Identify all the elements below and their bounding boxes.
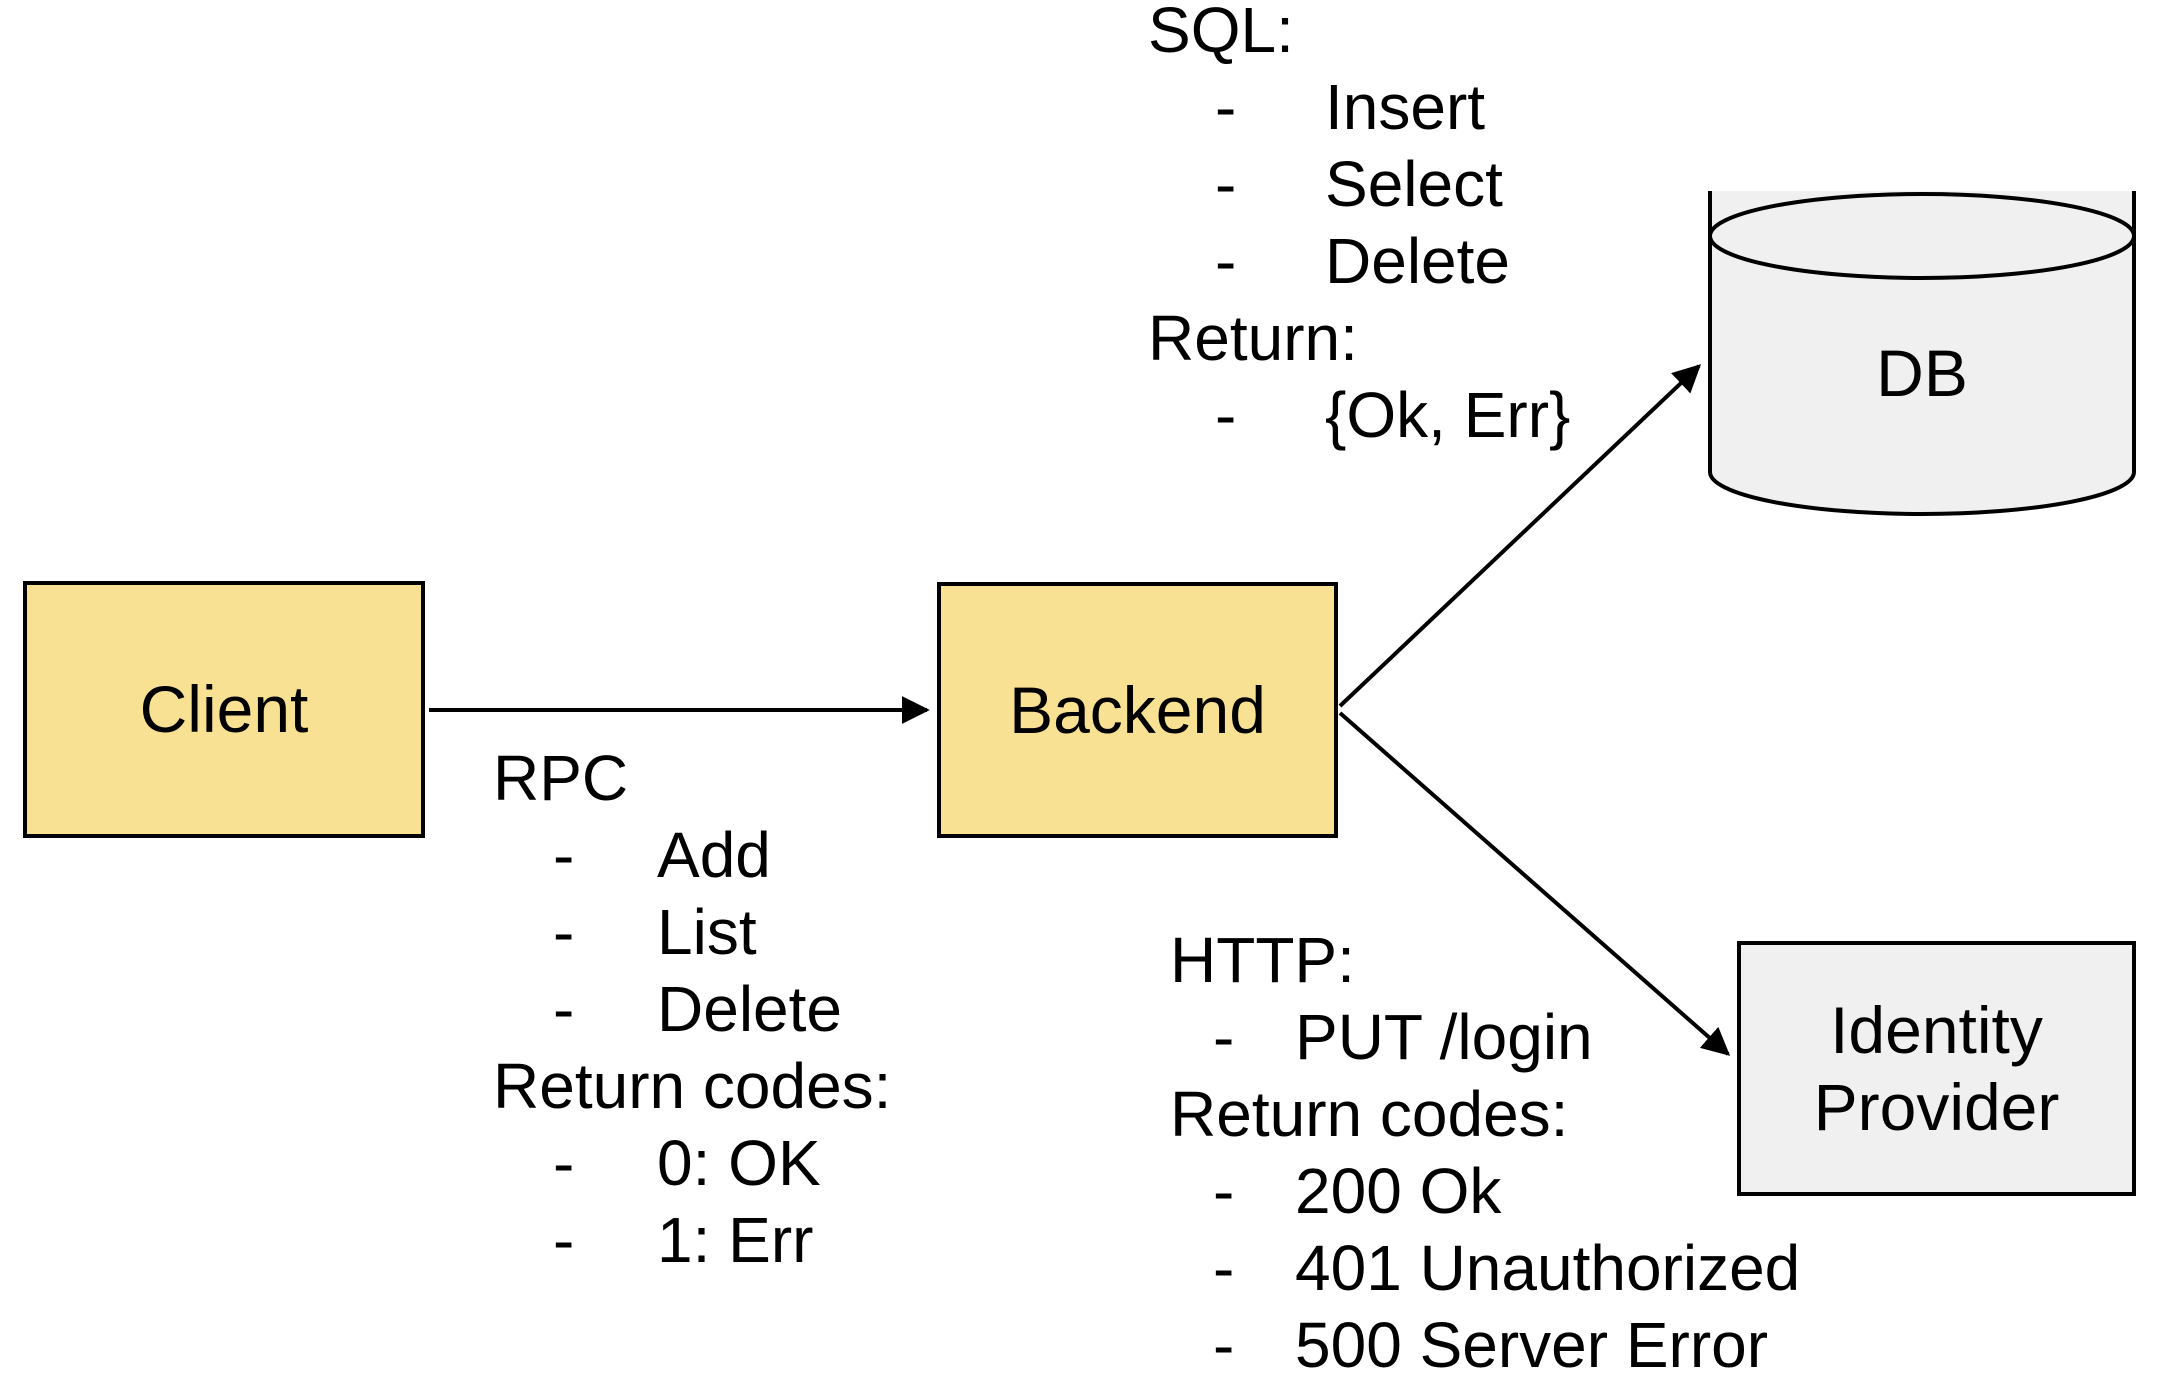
sql-heading: SQL: <box>1148 0 1294 66</box>
rpc-item: - Add <box>493 817 891 894</box>
bullet-dash: - <box>1213 1309 1235 1381</box>
http-subitem-text: 500 Server Error <box>1295 1309 1769 1381</box>
bullet-dash: - <box>553 1204 575 1276</box>
http-heading: HTTP: <box>1170 924 1355 996</box>
arrow-backend-to-identity-provider <box>1338 711 1731 1056</box>
bullet-dash: - <box>1213 1001 1235 1073</box>
rpc-subitem: - 1: Err <box>493 1202 891 1279</box>
rpc-subitem-text: 1: Err <box>657 1204 814 1276</box>
http-subitem-text: 200 Ok <box>1295 1155 1502 1227</box>
db-cylinder <box>1708 191 2136 516</box>
http-subitem: - 401 Unauthorized <box>1170 1230 1800 1307</box>
sql-subheading: Return: <box>1148 302 1358 374</box>
sql-item: - Insert <box>1148 69 1570 146</box>
http-item: - PUT /login <box>1170 999 1800 1076</box>
bullet-dash: - <box>553 896 575 968</box>
sql-item: - Select <box>1148 146 1570 223</box>
http-subitem: - 500 Server Error <box>1170 1307 1800 1384</box>
rpc-item-text: List <box>657 896 757 968</box>
http-subitem: - 200 Ok <box>1170 1153 1800 1230</box>
rpc-item-text: Delete <box>657 973 842 1045</box>
bullet-dash: - <box>1213 1155 1235 1227</box>
rpc-item-text: Add <box>657 819 771 891</box>
client-label: Client <box>139 672 309 746</box>
bullet-dash: - <box>553 819 575 891</box>
rpc-item: - List <box>493 894 891 971</box>
rpc-annotation: RPC - Add - List - Delete Return codes: … <box>493 740 891 1279</box>
db-label: DB <box>1876 336 1968 410</box>
rpc-subitem: - 0: OK <box>493 1125 891 1202</box>
rpc-heading: RPC <box>493 742 629 814</box>
bullet-dash: - <box>1215 71 1237 143</box>
rpc-subitem-text: 0: OK <box>657 1127 821 1199</box>
bullet-dash: - <box>1215 148 1237 220</box>
arrow-backend-to-db <box>1338 364 1702 708</box>
sql-subitem: - {Ok, Err} <box>1148 377 1570 454</box>
identity-provider-node: Identity Provider <box>1737 941 2136 1196</box>
sql-annotation: SQL: - Insert - Select - Delete Return: … <box>1148 0 1570 454</box>
sql-item-text: Insert <box>1325 71 1486 143</box>
sql-item-text: Delete <box>1325 225 1510 297</box>
sql-item-text: Select <box>1325 148 1503 220</box>
bullet-dash: - <box>553 973 575 1045</box>
http-subheading: Return codes: <box>1170 1078 1569 1150</box>
sql-item: - Delete <box>1148 223 1570 300</box>
sql-subitem-text: {Ok, Err} <box>1325 379 1571 451</box>
bullet-dash: - <box>1215 379 1237 451</box>
http-annotation: HTTP: - PUT /login Return codes: - 200 O… <box>1170 922 1800 1384</box>
http-subitem-text: 401 Unauthorized <box>1295 1232 1801 1304</box>
backend-label: Backend <box>1009 672 1266 747</box>
rpc-subheading: Return codes: <box>493 1050 892 1122</box>
http-item-text: PUT /login <box>1295 1001 1593 1073</box>
bullet-dash: - <box>553 1127 575 1199</box>
backend-node: Backend <box>937 582 1338 838</box>
bullet-dash: - <box>1213 1232 1235 1304</box>
bullet-dash: - <box>1215 225 1237 297</box>
identity-provider-label: Identity Provider <box>1813 992 2060 1144</box>
rpc-item: - Delete <box>493 971 891 1048</box>
client-node: Client <box>23 581 425 838</box>
